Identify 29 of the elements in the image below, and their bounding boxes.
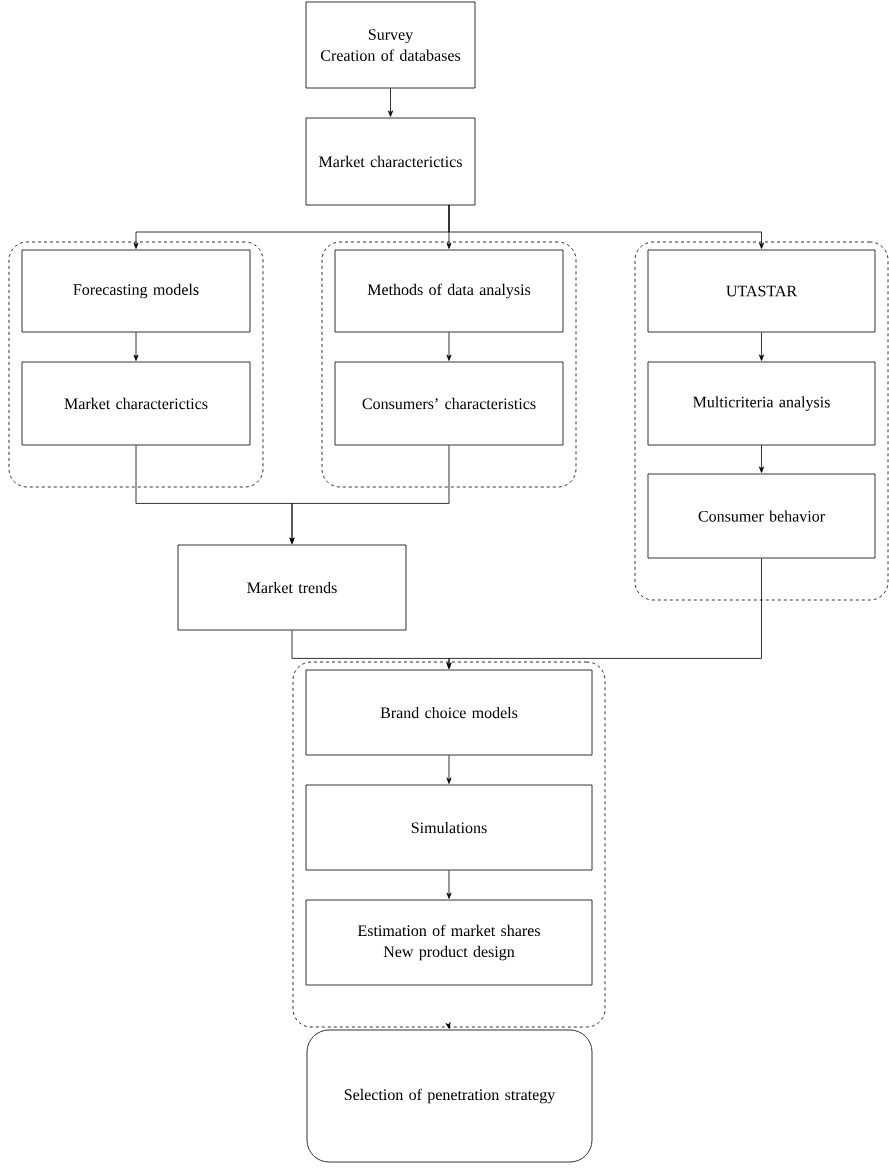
arrow <box>446 558 762 669</box>
arrow <box>759 332 764 361</box>
arrow <box>445 1022 451 1029</box>
process-box: Consumer behavior <box>647 473 876 559</box>
dashed-group-frame <box>321 241 577 488</box>
process-box: Multicriteria analysis <box>647 361 876 446</box>
arrow <box>133 332 139 361</box>
process-box: Consumers’ characteristics <box>334 361 564 446</box>
process-box: Estimation of market shares New product design <box>305 899 593 986</box>
process-box: Methods of data analysis <box>334 249 564 333</box>
process-box: Forecasting models <box>21 249 251 333</box>
process-box: Survey Creation of databases <box>305 1 476 89</box>
arrow <box>388 88 393 117</box>
arrow <box>446 755 452 784</box>
terminal-box: Selection of penetration strategy <box>306 1029 593 1163</box>
dashed-group-frame <box>8 241 264 488</box>
arrow <box>289 445 450 544</box>
process-box: UTASTAR <box>647 249 876 333</box>
process-box: Market characterictics <box>21 361 251 446</box>
process-box: Market characterictics <box>305 117 476 206</box>
process-box: Simulations <box>305 784 593 871</box>
arrow <box>446 332 452 361</box>
process-box: Market trends <box>177 544 407 631</box>
dashed-group-frame <box>292 661 606 1028</box>
arrow <box>446 870 452 899</box>
process-box: Brand choice models <box>305 669 593 756</box>
arrow <box>759 445 764 473</box>
dashed-group-frame <box>634 241 889 601</box>
arrow <box>448 204 764 249</box>
